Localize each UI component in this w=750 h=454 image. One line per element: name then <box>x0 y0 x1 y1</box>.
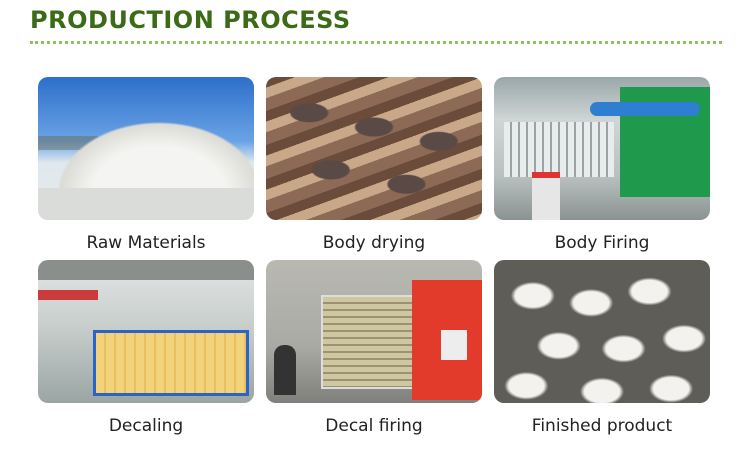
workshop-decaling-photo <box>38 260 254 403</box>
process-step-finished-product: Finished product <box>494 260 710 436</box>
process-step-decal-firing: Decal firing <box>266 260 482 436</box>
step-caption: Finished product <box>531 416 673 436</box>
process-step-decaling: Decaling <box>38 260 254 436</box>
decal-kiln-photo <box>266 260 482 403</box>
step-caption: Body drying <box>322 233 426 253</box>
process-step-body-drying: Body drying <box>266 77 482 253</box>
page-title: PRODUCTION PROCESS <box>30 6 351 34</box>
firing-kiln-photo <box>494 77 710 220</box>
white-clay-pile-photo <box>38 77 254 220</box>
step-caption: Body Firing <box>554 233 650 253</box>
step-caption: Raw Materials <box>86 233 206 253</box>
stacked-plates-photo <box>494 260 710 403</box>
step-caption: Decaling <box>108 416 184 436</box>
step-caption: Decal firing <box>325 416 423 436</box>
process-step-raw-materials: Raw Materials <box>38 77 254 253</box>
process-step-body-firing: Body Firing <box>494 77 710 253</box>
title-divider <box>30 41 722 44</box>
plates-on-drying-racks-photo <box>266 77 482 220</box>
